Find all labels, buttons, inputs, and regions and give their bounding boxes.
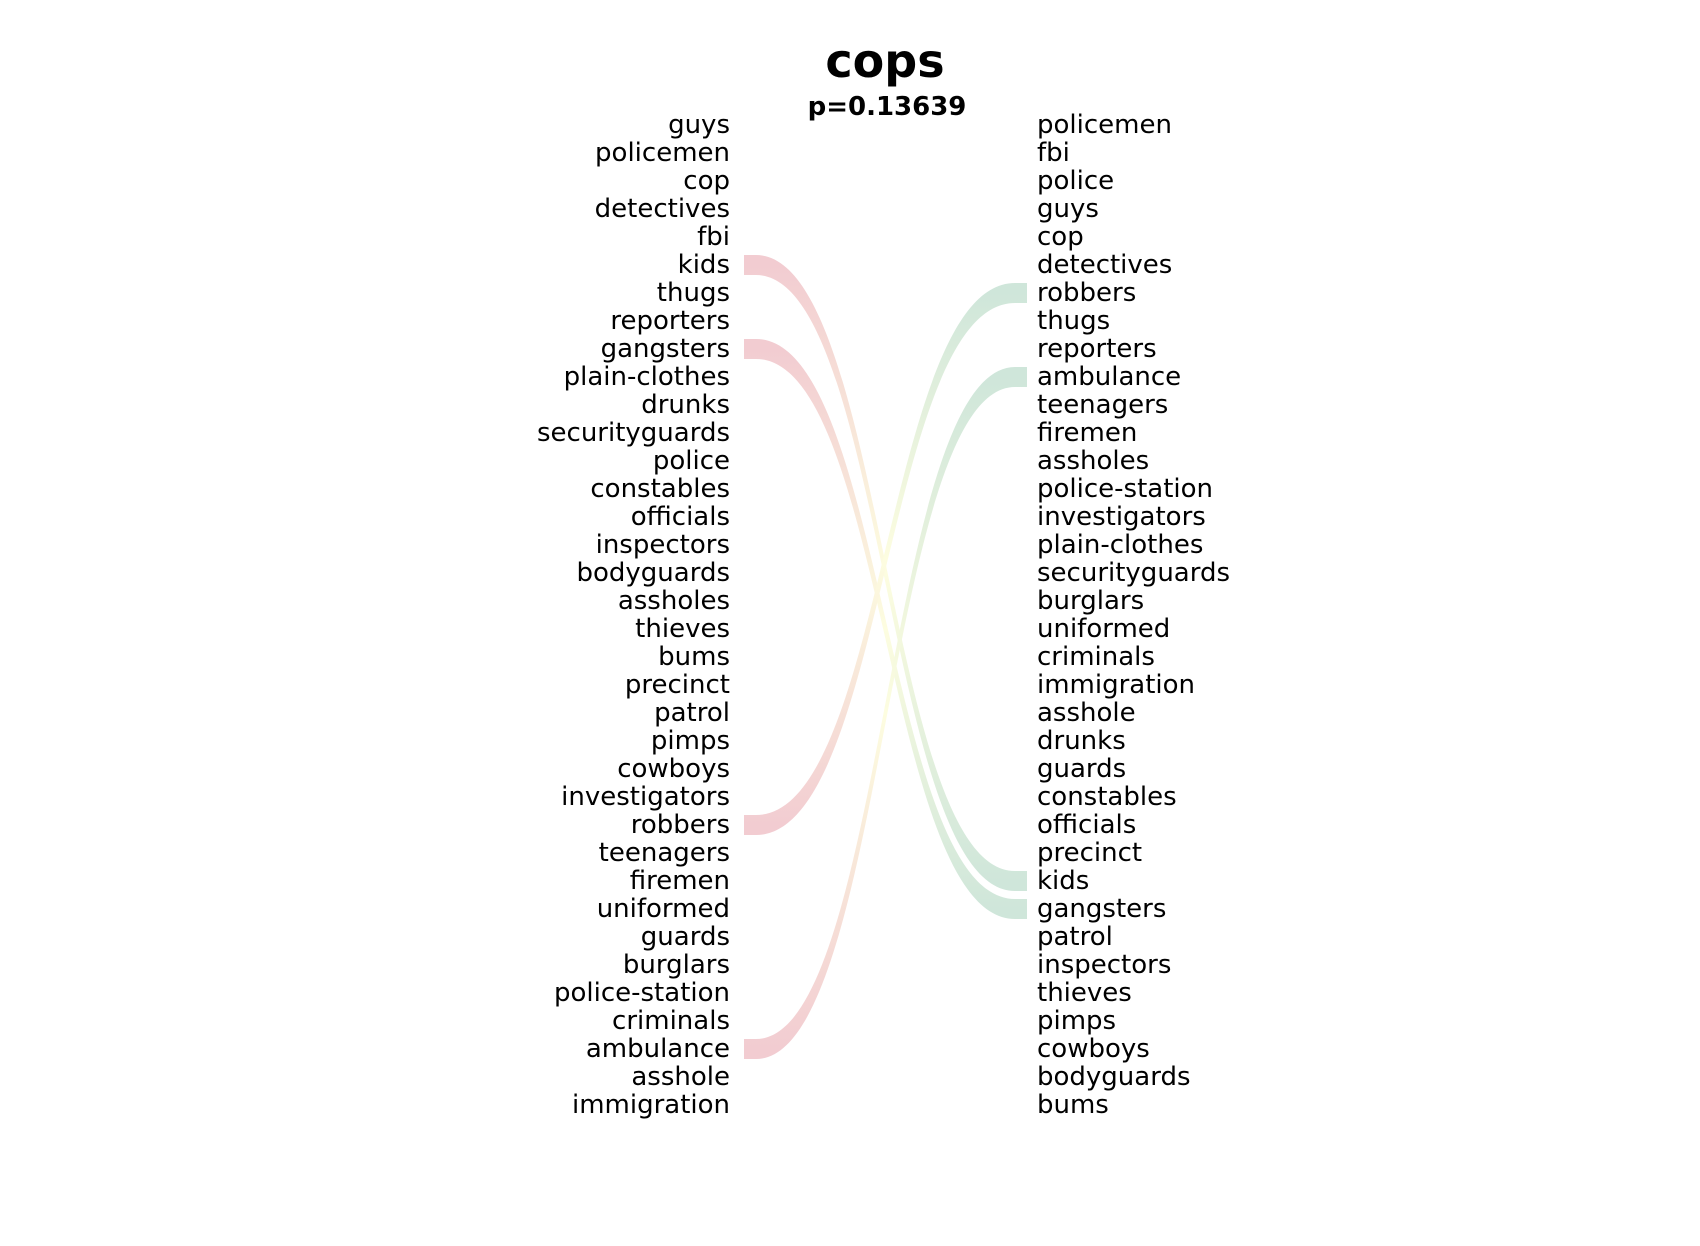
- left-word-label: gangsters: [601, 334, 730, 364]
- right-word-label: uniformed: [1037, 614, 1170, 644]
- right-word-label: police-station: [1037, 474, 1213, 504]
- right-word-label: ambulance: [1037, 362, 1181, 392]
- right-word-label: thieves: [1037, 978, 1132, 1008]
- right-word-label: patrol: [1037, 922, 1113, 952]
- left-word-label: securityguards: [537, 418, 730, 448]
- right-word-label: plain-clothes: [1037, 530, 1203, 560]
- left-word-label: thugs: [657, 278, 730, 308]
- left-word-label: policemen: [595, 138, 730, 168]
- left-word-label: detectives: [595, 194, 730, 224]
- rank-link-kids: [744, 255, 1027, 891]
- left-word-label: pimps: [651, 726, 730, 756]
- right-word-label: pimps: [1037, 1006, 1116, 1036]
- right-word-label: bodyguards: [1037, 1062, 1191, 1092]
- left-word-label: police: [653, 446, 730, 476]
- right-word-label: constables: [1037, 782, 1177, 812]
- right-word-label: police: [1037, 166, 1114, 196]
- right-word-label: cowboys: [1037, 1034, 1150, 1064]
- left-word-label: cowboys: [617, 754, 730, 784]
- left-word-label: uniformed: [597, 894, 730, 924]
- right-word-label: firemen: [1037, 418, 1137, 448]
- right-word-label: teenagers: [1037, 390, 1168, 420]
- right-word-label: drunks: [1037, 726, 1126, 756]
- right-word-label: guards: [1037, 754, 1126, 784]
- right-word-label: investigators: [1037, 502, 1206, 532]
- left-word-label: bums: [658, 642, 730, 672]
- right-word-label: bums: [1037, 1090, 1109, 1120]
- rank-change-links: [744, 255, 1027, 1059]
- left-word-label: guys: [668, 110, 730, 140]
- chart-subtitle: p=0.13639: [808, 92, 967, 122]
- right-word-label: burglars: [1037, 586, 1144, 616]
- right-word-label: robbers: [1037, 278, 1136, 308]
- left-word-label: drunks: [641, 390, 730, 420]
- left-word-label: kids: [678, 250, 730, 280]
- left-word-label: fbi: [697, 222, 730, 252]
- left-word-label: cop: [683, 166, 730, 196]
- right-word-label: kids: [1037, 866, 1089, 896]
- right-word-label: immigration: [1037, 670, 1195, 700]
- left-word-label: ambulance: [586, 1034, 730, 1064]
- left-word-label: patrol: [654, 698, 730, 728]
- left-word-label: thieves: [635, 614, 730, 644]
- right-word-label: assholes: [1037, 446, 1149, 476]
- left-word-label: criminals: [612, 1006, 730, 1036]
- left-word-label: precinct: [625, 670, 730, 700]
- left-word-label: plain-clothes: [564, 362, 730, 392]
- left-word-label: officials: [631, 502, 730, 532]
- right-word-label: asshole: [1037, 698, 1136, 728]
- left-word-label: firemen: [630, 866, 730, 896]
- right-word-label: inspectors: [1037, 950, 1171, 980]
- left-word-label: robbers: [631, 810, 730, 840]
- left-word-label: investigators: [561, 782, 730, 812]
- left-word-label: police-station: [554, 978, 730, 1008]
- right-word-label: securityguards: [1037, 558, 1230, 588]
- right-word-label: precinct: [1037, 838, 1142, 868]
- left-word-label: asshole: [631, 1062, 730, 1092]
- left-word-label: assholes: [618, 586, 730, 616]
- right-word-ranking: policemenfbipoliceguyscopdetectivesrobbe…: [1037, 110, 1230, 1120]
- rank-link-robbers: [744, 283, 1027, 835]
- right-word-label: guys: [1037, 194, 1099, 224]
- right-word-label: cop: [1037, 222, 1084, 252]
- right-word-label: fbi: [1037, 138, 1070, 168]
- right-word-label: policemen: [1037, 110, 1172, 140]
- left-word-label: immigration: [572, 1090, 730, 1120]
- right-word-label: reporters: [1037, 334, 1157, 364]
- rank-link-gangsters: [744, 339, 1027, 919]
- left-word-ranking: guyspolicemencopdetectivesfbikidsthugsre…: [537, 110, 730, 1120]
- left-word-label: inspectors: [596, 530, 730, 560]
- right-word-label: thugs: [1037, 306, 1110, 336]
- right-word-label: detectives: [1037, 250, 1172, 280]
- right-word-label: criminals: [1037, 642, 1155, 672]
- left-word-label: constables: [590, 474, 730, 504]
- left-word-label: reporters: [610, 306, 730, 336]
- left-word-label: teenagers: [599, 838, 730, 868]
- right-word-label: officials: [1037, 810, 1136, 840]
- left-word-label: burglars: [623, 950, 730, 980]
- rank-link-ambulance: [744, 367, 1027, 1059]
- left-word-label: guards: [641, 922, 730, 952]
- right-word-label: gangsters: [1037, 894, 1166, 924]
- chart-title: cops: [825, 34, 944, 88]
- left-word-label: bodyguards: [577, 558, 731, 588]
